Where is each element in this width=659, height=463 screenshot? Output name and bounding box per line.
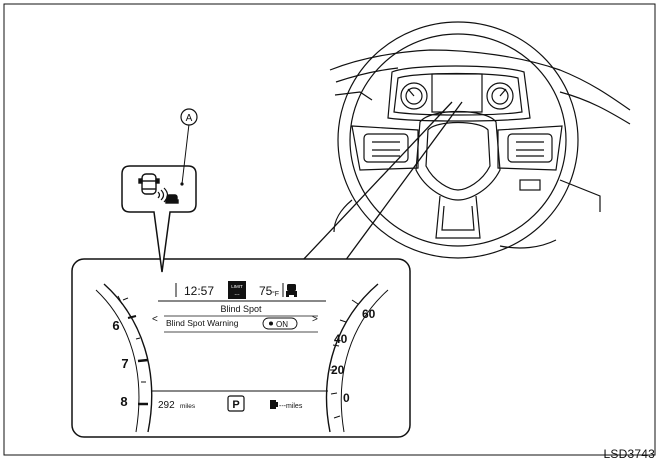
speed-limit-icon: LIMIT --- bbox=[228, 281, 246, 299]
vehicle-status-icon bbox=[286, 284, 297, 297]
gear-indicator: P bbox=[232, 399, 239, 411]
outside-temp: 75 bbox=[259, 284, 273, 298]
cluster-gauge-left-icon bbox=[400, 82, 428, 110]
tachometer-arc bbox=[103, 283, 153, 433]
speedo-label-0: 0 bbox=[343, 391, 350, 405]
steering-wheel-rim bbox=[337, 21, 579, 259]
callout-lines bbox=[301, 101, 463, 262]
speed-limit-badge-label: LIMIT bbox=[231, 284, 243, 289]
range-value: 292 bbox=[158, 400, 175, 411]
speedo-label-40: 40 bbox=[334, 332, 348, 346]
wheel-left-buttons-icon bbox=[363, 133, 409, 163]
steering-wheel-hub bbox=[415, 110, 501, 201]
blind-spot-indicator-icon bbox=[138, 173, 179, 204]
menu-prev-arrow: < bbox=[152, 314, 158, 325]
tach-label-7: 7 bbox=[121, 356, 128, 371]
indicator-callout bbox=[121, 165, 197, 273]
cluster-detail-panel: 6 7 8 60 40 20 0 12:57 LIMIT --- 75 °F B… bbox=[71, 258, 411, 438]
label-a-circle bbox=[180, 108, 198, 126]
clock-readout: 12:57 bbox=[184, 284, 214, 298]
speedo-label-60: 60 bbox=[362, 307, 376, 321]
range-unit: miles bbox=[180, 403, 196, 410]
menu-next-arrow: > bbox=[312, 314, 318, 325]
steering-wheel-view bbox=[329, 21, 631, 259]
tach-label-6: 6 bbox=[112, 318, 119, 333]
speedo-label-20: 20 bbox=[331, 363, 345, 377]
toggle-dot-icon bbox=[269, 321, 273, 326]
cluster-gauge-right-icon bbox=[486, 82, 514, 110]
tach-label-8: 8 bbox=[120, 394, 127, 409]
gear-indicator-box bbox=[227, 395, 245, 412]
figure-code: LSD3743 bbox=[603, 447, 655, 461]
speedometer-arc bbox=[325, 283, 379, 433]
speed-limit-badge-value: --- bbox=[235, 292, 240, 298]
figure-border bbox=[3, 3, 656, 456]
wheel-right-buttons-icon bbox=[507, 133, 553, 163]
fuel-range: ---miles bbox=[279, 403, 303, 410]
menu-item-toggle bbox=[262, 317, 298, 330]
outside-temp-unit: °F bbox=[272, 290, 279, 298]
menu-item-state: ON bbox=[276, 320, 288, 329]
menu-item-label: Blind Spot Warning bbox=[166, 318, 239, 328]
label-a-leader bbox=[181, 123, 190, 185]
fuel-pump-icon bbox=[270, 400, 278, 409]
menu-title: Blind Spot bbox=[220, 304, 262, 314]
label-a: A bbox=[186, 113, 193, 124]
